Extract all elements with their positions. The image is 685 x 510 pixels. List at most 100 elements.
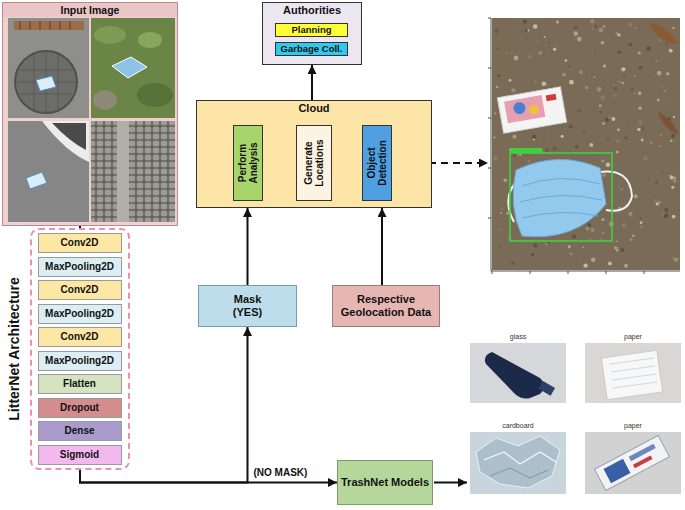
- illustration-shape: [488, 168, 491, 169]
- layer-box: Conv2D: [38, 233, 122, 253]
- illustration-shape: [648, 179, 650, 181]
- illustration-shape: [93, 90, 117, 110]
- illustration-shape: [582, 247, 583, 248]
- layer-box: MaxPooling2D: [38, 257, 122, 277]
- illustration-shape: [583, 78, 585, 80]
- model-box: TrashNet Models: [337, 460, 433, 505]
- illustration-shape: [583, 256, 585, 258]
- illustration-shape: [591, 258, 595, 262]
- illustration-shape: [640, 137, 643, 140]
- illustration-shape: [484, 452, 556, 464]
- illustration-shape: [506, 53, 508, 55]
- illustration-shape: [658, 112, 678, 134]
- illustration-shape: [494, 112, 497, 115]
- architecture-group: LitterNet ArchitectureConv2DMaxPooling2D…: [30, 228, 130, 470]
- illustration-shape: [511, 52, 513, 54]
- illustration-shape: [513, 28, 515, 30]
- illustration-shape: [537, 40, 538, 41]
- illustration-shape: [617, 33, 620, 36]
- illustration-shape: [618, 121, 619, 122]
- illustration-shape: [527, 159, 531, 163]
- box-label: Mask (YES): [224, 293, 272, 318]
- illustration-shape: [137, 83, 173, 107]
- illustration-shape: [608, 261, 612, 265]
- illustration-shape: [592, 50, 593, 51]
- box-label: Respective Geolocation Data: [335, 293, 437, 318]
- layer-label: Flatten: [63, 378, 96, 390]
- image-class-label: paper: [624, 333, 642, 340]
- illustration-shape: [585, 343, 681, 403]
- illustration-shape: [15, 51, 77, 113]
- illustration-shape: [519, 154, 521, 156]
- illustration-shape: [8, 121, 89, 222]
- illustration-shape: [666, 72, 669, 75]
- illustration-shape: [548, 42, 550, 44]
- illustration-shape: [665, 43, 668, 46]
- illustration-shape: [633, 455, 653, 468]
- layer-label: MaxPooling2D: [45, 261, 114, 273]
- illustration-shape: [112, 57, 147, 78]
- illustration-shape: [509, 79, 512, 82]
- illustration-shape: [659, 145, 661, 147]
- process-box: Mask (YES): [198, 285, 297, 327]
- illustration-shape: [571, 125, 572, 126]
- illustration-shape: [506, 212, 509, 215]
- illustration-shape: [612, 374, 656, 380]
- illustration-shape: [595, 25, 597, 27]
- illustration-shape: [50, 21, 51, 30]
- illustration-shape: [497, 87, 566, 134]
- illustration-shape: [52, 123, 86, 150]
- box-label: Generate Locations: [303, 128, 325, 198]
- illustration-shape: [602, 232, 604, 234]
- illustration-shape: [634, 75, 636, 77]
- illustration-shape: [530, 271, 531, 274]
- illustration-shape: [562, 73, 566, 77]
- illustration-shape: [507, 238, 509, 240]
- illustration-shape: [585, 432, 681, 494]
- illustration-shape: [622, 223, 626, 227]
- layer-label: Conv2D: [61, 284, 99, 296]
- layer-label: MaxPooling2D: [45, 308, 114, 320]
- illustration-shape: [513, 135, 517, 139]
- illustration-shape: [488, 118, 491, 119]
- illustration-shape: [655, 59, 658, 62]
- illustration-shape: [40, 21, 41, 30]
- illustration-shape: [498, 228, 501, 231]
- illustration-shape: [664, 208, 668, 212]
- authority-box: Garbage Coll.: [275, 42, 348, 56]
- layer-box: MaxPooling2D: [38, 351, 122, 371]
- illustration-shape: [622, 223, 626, 227]
- illustration-shape: [470, 343, 566, 403]
- illustration-shape: [511, 88, 515, 92]
- illustration-shape: [640, 217, 642, 219]
- connector-arrow: [311, 65, 313, 100]
- illustration-shape: [637, 128, 640, 131]
- illustration-shape: [671, 186, 674, 189]
- illustration-shape: [592, 159, 594, 161]
- illustration-shape: [500, 247, 501, 248]
- illustration-shape: [645, 136, 646, 137]
- illustration-shape: [638, 106, 642, 110]
- data-box: Respective Geolocation Data: [332, 285, 440, 327]
- illustration-shape: [672, 27, 675, 30]
- image-panel: Input Image: [2, 2, 178, 226]
- illustration-shape: [547, 135, 549, 137]
- illustration-shape: [665, 102, 666, 103]
- authority-box: Planning: [275, 23, 348, 37]
- illustration-shape: [606, 137, 610, 141]
- illustration-shape: [597, 87, 602, 92]
- illustration-shape: [646, 46, 651, 51]
- illustration-shape: [569, 126, 570, 127]
- illustration-shape: [583, 263, 587, 267]
- illustration-shape: [488, 218, 491, 219]
- illustration-shape: [611, 117, 615, 121]
- illustration-shape: [570, 253, 573, 256]
- illustration-shape: [572, 235, 576, 239]
- panel-heading: Input Image: [3, 3, 177, 17]
- illustration-shape: [611, 366, 655, 372]
- illustration-shape: [545, 148, 549, 152]
- illustration-shape: [623, 122, 625, 124]
- illustration-shape: [513, 159, 606, 236]
- process-box: Generate Locations: [296, 125, 332, 201]
